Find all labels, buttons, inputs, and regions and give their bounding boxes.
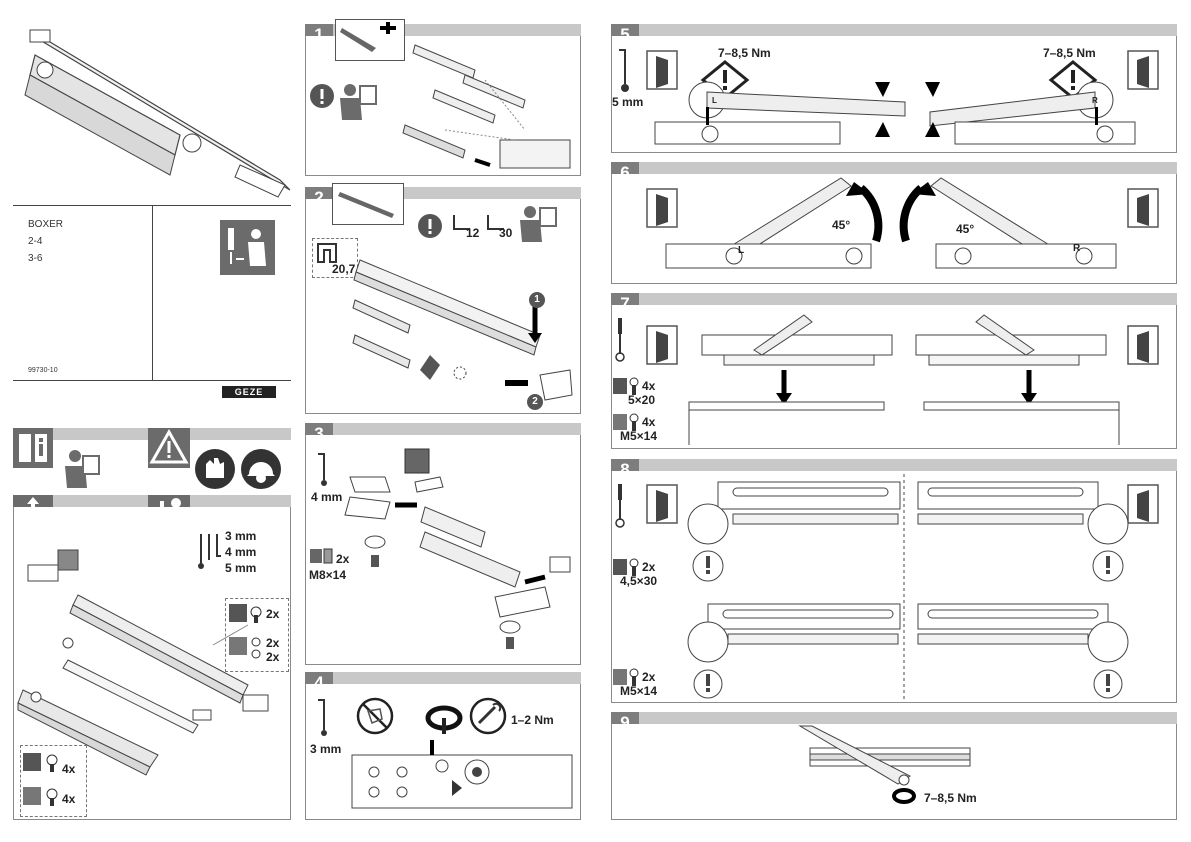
door-right-icon-8 [1127, 484, 1159, 524]
step-3-tool: 4 mm [311, 490, 343, 504]
attention-icon [310, 84, 334, 108]
step-7-qty-b: 4x [642, 415, 656, 429]
manual-icon [13, 428, 53, 468]
door-right-icon-5 [1127, 50, 1159, 90]
allen-key-5mm: 5 mm [225, 561, 257, 575]
depth-30-icon [487, 215, 504, 230]
step-7-screw-b: M5×14 [620, 429, 658, 443]
product-size-2: 3-6 [28, 253, 43, 264]
step-4-arm-illustration [351, 740, 573, 809]
allen-key-icon-3 [619, 49, 629, 92]
screw-count-d: 4x [62, 762, 76, 776]
depth-12-icon [453, 215, 470, 230]
brand-logo: GEZE [222, 386, 276, 398]
step-8-screw-a: 4,5×30 [620, 574, 658, 588]
step-3-qty: 2x [336, 552, 350, 566]
screw-pack-b-icon [229, 637, 261, 659]
step-7-frame-illustration [688, 314, 1120, 445]
step-4-tool: 3 mm [310, 742, 342, 756]
step-6-left-mark: L [738, 245, 745, 256]
installer-reading-icon [65, 450, 100, 488]
no-power-tool-icon [356, 697, 394, 735]
door-right-icon-7 [1127, 325, 1159, 365]
screwdriver-icon-8 [615, 484, 625, 528]
step-5-torque-left: 7–8,5 Nm [718, 46, 771, 60]
allen-key-4mm: 4 mm [225, 545, 257, 559]
screw-pack-d-icon [23, 787, 58, 806]
helmet-icon [241, 449, 281, 489]
product-size-1: 2-4 [28, 236, 43, 247]
step-2-rail-illustration [352, 259, 573, 401]
screw-set-icon [310, 548, 333, 564]
installer-manual-icon-2 [520, 206, 557, 242]
screw-pack-8a-icon [613, 558, 639, 576]
step-5-torque-right: 7–8,5 Nm [1043, 46, 1096, 60]
step-6-angle-left: 45° [832, 218, 851, 232]
step-7-screw-a: 5×20 [628, 393, 656, 407]
step-8-qty-b: 2x [642, 670, 656, 684]
screw-count-c: 2x [266, 650, 280, 664]
step-1-parts-illustration [402, 44, 571, 169]
step-3-bracket-illustration [344, 448, 571, 649]
screwdriver-icon-7 [615, 318, 625, 362]
gloves-icon [195, 449, 235, 489]
allen-key-3mm: 3 mm [225, 529, 257, 543]
step-4-torque: 1–2 Nm [511, 713, 554, 727]
door-left-icon-8 [646, 484, 678, 524]
rail-dimension: 20,7 [332, 262, 356, 276]
step-5-left-mark: L [712, 96, 717, 105]
screw-pack-8b-icon [613, 668, 639, 686]
step-6-right-mark: R [1073, 243, 1081, 254]
rotate-icon [425, 705, 463, 734]
step-5-right-mark: R [1092, 96, 1098, 105]
step-5-tool: 5 mm [612, 95, 644, 109]
rail-profile-icon [317, 243, 337, 263]
depth-30-label: 30 [499, 226, 513, 240]
product-name: BOXER [28, 219, 64, 230]
step-8-qty-a: 2x [642, 560, 656, 574]
step-6-angle-right: 45° [956, 222, 975, 236]
screw-count-a: 2x [266, 607, 280, 621]
screw-pack-c-icon [23, 753, 58, 772]
torque-wrench-icon [469, 697, 507, 735]
warning-icon [148, 428, 190, 468]
step-7-qty-a: 4x [642, 379, 656, 393]
sub-step-1-badge: 1 [529, 292, 545, 308]
screw-count-b: 2x [266, 636, 280, 650]
step-9-torque: 7–8,5 Nm [924, 791, 977, 805]
step-9-arm-illustration [798, 725, 971, 804]
step-6-arms-illustration [665, 177, 1117, 269]
step-3-screw: M8×14 [309, 568, 347, 582]
screw-count-e: 4x [62, 792, 76, 806]
door-closer-illustration [24, 29, 291, 198]
screw-pack-a-icon [229, 604, 262, 623]
rail-icon [338, 192, 394, 218]
doc-number: 99730-10 [28, 367, 58, 374]
allen-key-icon-2 [318, 699, 327, 736]
door-left-icon-7 [646, 325, 678, 365]
attention-icon-2 [418, 214, 442, 238]
door-left-icon-5 [646, 50, 678, 90]
step-8-screw-b: M5×14 [620, 684, 658, 698]
door-right-icon-6 [1127, 188, 1159, 228]
screw-pack-7a-icon [613, 377, 639, 395]
tools-installer-icon [220, 220, 275, 275]
installer-manual-icon [340, 84, 377, 120]
depth-12-label: 12 [466, 226, 480, 240]
screw-pack-7b-icon [613, 413, 639, 431]
allen-key-icon [318, 453, 327, 486]
mounting-plate-illustration [17, 549, 269, 776]
step-8-mount-illustration [687, 474, 1129, 699]
allen-keys-icon [198, 534, 221, 569]
rail-plus-icon [340, 22, 396, 52]
sub-step-2-badge: 2 [527, 394, 543, 410]
step-5-arms-illustration [654, 60, 1136, 145]
door-left-icon-6 [646, 188, 678, 228]
